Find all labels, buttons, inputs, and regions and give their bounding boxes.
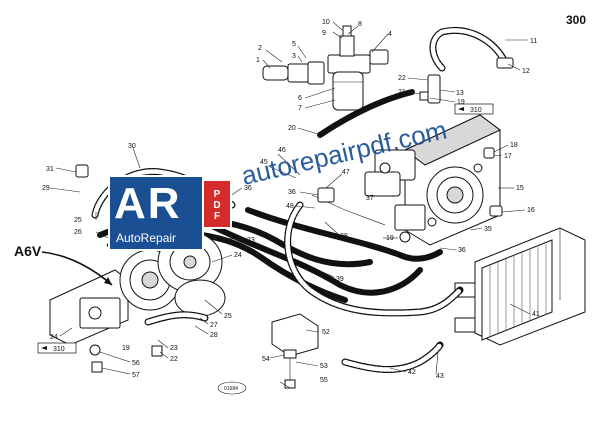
- callout-22-top: 22: [398, 75, 406, 82]
- callout-19-mid: 19: [386, 235, 394, 242]
- callout-52: 52: [322, 329, 330, 336]
- callout-26: 25: [74, 217, 82, 224]
- reference-box-top: 310: [454, 103, 494, 115]
- callout-55: 55: [320, 377, 328, 384]
- callout-22-mid: 23: [247, 237, 255, 244]
- callout-30: 29: [42, 185, 50, 192]
- callout-19-low: 19: [122, 345, 130, 352]
- callout-38: 38: [340, 233, 348, 240]
- callout-57: 57: [132, 372, 140, 379]
- reference-number-bottom: 310: [53, 346, 65, 353]
- callout-48: 48: [286, 203, 294, 210]
- callout-36-mid: 36: [288, 189, 296, 196]
- callout-27: 26: [74, 229, 82, 236]
- callout-43: 43: [436, 373, 444, 380]
- logo-ar-box: AR AutoRepair: [108, 175, 204, 251]
- hose-39: [207, 222, 423, 296]
- callout-39: 39: [336, 276, 344, 283]
- callout-20: 20: [288, 125, 296, 132]
- callout-53: 53: [320, 363, 328, 370]
- model-label: A6V: [14, 243, 42, 259]
- callout-16: 16: [527, 207, 535, 214]
- callout-32: 31: [46, 166, 54, 173]
- callout-15: 15: [516, 185, 524, 192]
- fitting-18: [483, 147, 495, 159]
- callout-54: 54: [262, 356, 270, 363]
- callout-7: 7: [298, 105, 302, 112]
- callout-labels: 10 9 8 4 2 1 5 3 6 7 11 12 22 13 21 19 1…: [42, 19, 540, 384]
- leader-lines: [49, 21, 531, 389]
- callout-17: 17: [504, 153, 512, 160]
- callout-6: 6: [298, 95, 302, 102]
- callout-1: 1: [256, 57, 260, 64]
- callout-46: 46: [278, 147, 286, 154]
- callout-45: 45: [260, 159, 268, 166]
- callout-56: 56: [132, 360, 140, 367]
- callout-2: 2: [258, 45, 262, 52]
- fitting-19: [419, 91, 429, 101]
- oil-cooler: [454, 227, 586, 346]
- reference-box-bottom: 310: [37, 342, 77, 354]
- logo-tagline: AutoRepair: [116, 231, 177, 245]
- callout-21-low: 22: [170, 356, 178, 363]
- callout-18: 18: [510, 142, 518, 149]
- callout-10: 10: [322, 19, 330, 26]
- bracket-52: [271, 313, 319, 389]
- filter-assembly: [262, 25, 389, 111]
- callout-3: 3: [292, 53, 296, 60]
- hydraulic-pump: [364, 114, 501, 246]
- callout-25: 25: [224, 313, 232, 320]
- callout-8: 8: [358, 21, 362, 28]
- a6v-callout: A6V: [14, 243, 113, 286]
- callout-42: 42: [408, 369, 416, 376]
- figure-code: 01684: [217, 381, 247, 395]
- hose-20: [317, 89, 415, 138]
- logo-letters: AR: [114, 179, 182, 228]
- callout-23: 24: [50, 334, 58, 341]
- callout-35: 35: [484, 226, 492, 233]
- plug-57: [91, 361, 103, 373]
- figure-code-text: 01684: [224, 386, 238, 392]
- callout-13: 13: [456, 90, 464, 97]
- callout-22-low: 23: [170, 345, 178, 352]
- callout-36-right: 36: [458, 247, 466, 254]
- page-number: 300: [566, 13, 586, 27]
- callout-47: 47: [342, 169, 350, 176]
- callout-29: 28: [210, 332, 218, 339]
- callout-19-top: 19: [457, 99, 465, 106]
- bolt-16: [489, 205, 503, 217]
- nut-21: [151, 345, 163, 357]
- callout-21-top: 21: [398, 89, 406, 96]
- seal-19: [399, 231, 411, 243]
- callout-41: 41: [532, 311, 540, 318]
- callout-37: 37: [366, 195, 374, 202]
- callout-5: 5: [292, 41, 296, 48]
- callout-24: 24: [234, 252, 242, 259]
- fitting-13: [427, 74, 441, 104]
- callout-11: 11: [530, 38, 537, 45]
- callout-9: 9: [322, 30, 326, 37]
- callout-36-left: 36: [244, 185, 252, 192]
- callout-12: 12: [522, 68, 530, 75]
- callout-28: 27: [210, 322, 218, 329]
- plug-56: [89, 344, 101, 356]
- bolt-32: [75, 164, 89, 178]
- callout-4: 4: [388, 31, 392, 38]
- reference-number-top: 310: [470, 107, 482, 114]
- callout-31: 30: [128, 143, 136, 150]
